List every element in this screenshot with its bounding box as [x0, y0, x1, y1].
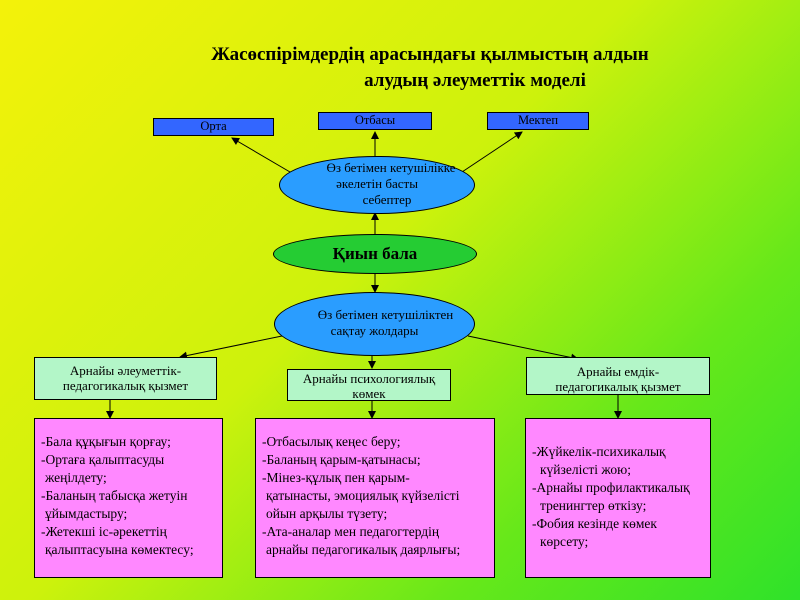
social-list-item: қалыптасуына көмектесу; — [45, 542, 194, 557]
psych-service-box: Арнайы психологиялық көмек — [287, 369, 451, 401]
medical-list-item: көрсету; — [540, 534, 589, 549]
causes-line-3: себептер — [362, 192, 412, 207]
social-service-line-2: педагогикалық қызмет — [62, 378, 189, 393]
social-list-item: -Бала құқығын қорғау; — [41, 434, 171, 449]
box-mektep-label: Мектеп — [517, 113, 559, 127]
diagram-title: Жасөспірімдердің арасындағы қылмыстың ал… — [140, 42, 720, 94]
center-ellipse: Қиын бала — [273, 234, 477, 274]
box-orta: Орта — [153, 118, 274, 136]
arrow-to-social-service — [179, 335, 283, 360]
social-service-box: Арнайы әлеуметтік- педагогикалық қызмет — [34, 357, 217, 400]
social-list-box: -Бала құқығын қорғау; -Ортаға қалыптасуд… — [34, 418, 223, 578]
medical-service-line-1: Арнайы емдік- — [576, 364, 660, 379]
medical-list-item: -Фобия кезінде көмек — [532, 516, 657, 531]
box-orta-label: Орта — [200, 119, 227, 133]
psych-service-line-2: көмек — [352, 386, 386, 401]
arrow-to-mektep — [461, 131, 523, 173]
social-service-line-1: Арнайы әлеуметтік- — [69, 363, 182, 378]
medical-service-line-2: педагогикалық қызмет — [555, 379, 681, 394]
psych-list-item: қатынасты, эмоциялық күйзелісті — [266, 488, 460, 503]
psych-list-item: -Отбасылық кеңес беру; — [262, 434, 401, 449]
causes-ellipse: Өз бетімен кетушілікке әкелетін басты се… — [279, 156, 475, 214]
causes-line-1: Өз бетімен кетушілікке — [326, 160, 456, 175]
social-list-item: -Жетекші іс-әрекеттің — [41, 524, 167, 539]
ways-ellipse: Өз бетімен кетушіліктен сақтау жолдары — [274, 292, 475, 356]
box-mektep: Мектеп — [487, 112, 589, 130]
psych-list-item: ойын арқылы түзету; — [266, 506, 388, 521]
social-list-item: -Ортаға қалыптасуды — [41, 452, 165, 467]
causes-line-2: әкелетін басты — [336, 176, 418, 191]
psych-list-item: -Ата-аналар мен педагогтердің — [262, 524, 440, 539]
social-list-item: -Баланың табысқа жетуін — [41, 488, 188, 503]
arrow-to-orta — [231, 137, 291, 173]
medical-list-item: -Жүйкелік-психикалық — [532, 444, 666, 459]
center-label: Қиын бала — [332, 244, 418, 263]
title-line-2: алудың әлеуметтік моделі — [364, 70, 586, 91]
psych-service-line-1: Арнайы психологиялық — [302, 371, 436, 386]
arrow-to-medical-service — [467, 335, 579, 362]
box-otbasy: Отбасы — [318, 112, 432, 130]
medical-list-box: -Жүйкелік-психикалық күйзелісті жою; -Ар… — [525, 418, 711, 578]
medical-list-item: тренингтер өткізу; — [540, 498, 647, 513]
title-line-1: Жасөспірімдердің арасындағы қылмыстың ал… — [211, 44, 649, 65]
medical-list-item: күйзелісті жою; — [540, 462, 631, 477]
ways-line-1: Өз бетімен кетушіліктен — [317, 307, 454, 322]
psych-list-item: -Баланың қарым-қатынасы; — [262, 452, 421, 467]
social-list-item: жеңілдету; — [45, 470, 107, 485]
psych-list-item: -Мінез-құлық пен қарым- — [262, 470, 410, 485]
ways-line-2: сақтау жолдары — [330, 323, 419, 338]
psych-list-item: арнайы педагогикалық даярлығы; — [266, 542, 461, 557]
psych-list-box: -Отбасылық кеңес беру; -Баланың қарым-қа… — [255, 418, 495, 578]
medical-list-item: -Арнайы профилактикалық — [532, 480, 690, 495]
social-list-item: ұйымдастыру; — [45, 506, 128, 521]
medical-service-box: Арнайы емдік- педагогикалық қызмет — [526, 357, 710, 395]
box-otbasy-label: Отбасы — [354, 113, 396, 127]
